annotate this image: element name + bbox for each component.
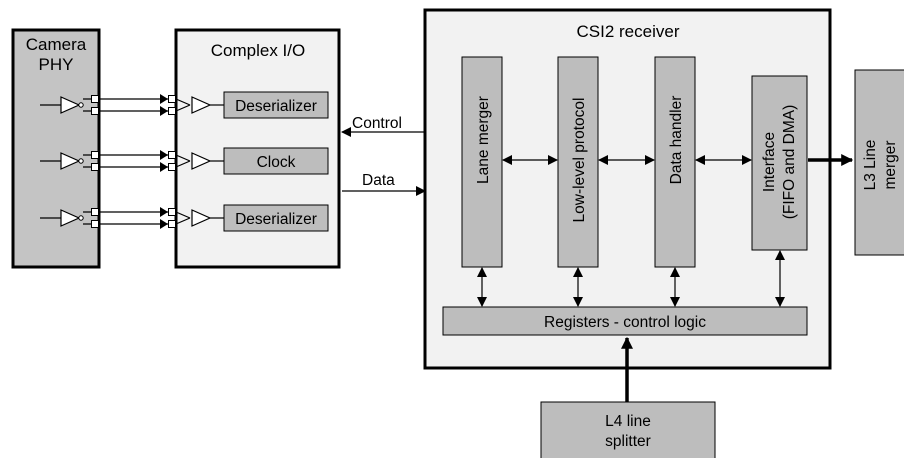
deserializer-block-2: [223, 204, 329, 232]
receiver-triangle-2: [191, 152, 212, 170]
lane-merger-label: Lane merger: [475, 96, 492, 184]
csi2-receiver-title: CSI2 receiver: [577, 22, 680, 41]
connector-3-2n: [168, 220, 176, 228]
driver-bubble-1: [78, 102, 84, 108]
camera-phy-block: Camera PHY: [11, 28, 101, 269]
connector-2-2p: [168, 151, 176, 159]
driver-bubble-3: [78, 215, 84, 221]
camera-phy-label-2: PHY: [39, 55, 74, 74]
registers-control-logic-label: Registers - control logic: [544, 314, 706, 331]
connector-3-1p: [91, 208, 99, 216]
data-label: Data: [362, 172, 395, 189]
deserializer-block-1: [223, 91, 329, 119]
connector-3-2p: [168, 208, 176, 216]
low-level-protocol-label: Low-level protocol: [571, 98, 588, 223]
clock-block: [223, 147, 329, 175]
data-signal: Data: [342, 172, 426, 196]
lane-2-rx-wire-n: [175, 160, 191, 168]
lane-1-rx-wire-p: [175, 98, 191, 106]
lane-2-arrow-n: [160, 162, 168, 172]
connector-1-2p: [168, 95, 176, 103]
receiver-triangle-3: [191, 209, 212, 227]
data-handler-block: [654, 56, 696, 268]
l4-line-splitter-block: L4 line splitter: [540, 401, 716, 458]
lane-3-arrow-n: [160, 219, 168, 229]
data-handler-label: Data handler: [668, 96, 685, 185]
lane-2-arrow-p: [160, 150, 168, 160]
clock-label: Clock: [257, 154, 296, 171]
connector-2-1n: [91, 163, 99, 171]
camera-phy-label-1: Camera: [26, 35, 87, 54]
control-signal: Control: [341, 115, 425, 137]
receiver-triangle-1: [191, 96, 212, 114]
connector-2-2n: [168, 163, 176, 171]
complex-io-title: Complex I/O: [211, 41, 305, 60]
registers-control-logic-block: [442, 306, 808, 336]
interface-block: [751, 75, 808, 251]
deserializer-label-1: Deserializer: [235, 98, 317, 115]
driver-triangle-2: [60, 152, 81, 170]
connector-1-2n: [168, 107, 176, 115]
lane-3-arrow-p: [160, 207, 168, 217]
lane-3-rx-wire-n: [175, 217, 191, 225]
complex-io-block: Complex I/O Deserializer Clock Deseriali…: [174, 28, 341, 269]
control-label: Control: [352, 115, 402, 132]
l4-line-splitter-label-2: splitter: [605, 433, 651, 450]
lane-2-rx-wire-p: [175, 154, 191, 162]
phy-lanes: [40, 94, 224, 229]
connector-1-1n: [91, 107, 99, 115]
l3-line-merger-label-1: L3 Line: [862, 140, 879, 191]
driver-triangle-3: [60, 209, 81, 227]
lane-3-rx-wire-p: [175, 211, 191, 219]
connector-1-1p: [91, 95, 99, 103]
lane-1-arrow-p: [160, 94, 168, 104]
lane-1-arrow-n: [160, 106, 168, 116]
lane-1-rx-wire-n: [175, 104, 191, 112]
interface-label-2: (FIFO and DMA): [781, 105, 798, 220]
driver-triangle-1: [60, 96, 81, 114]
l4-line-splitter-label-1: L4 line: [605, 413, 651, 430]
l3-line-merger-label-2: merger: [882, 140, 899, 189]
connector-2-1p: [91, 151, 99, 159]
l3-line-merger-block: L3 Line merger: [854, 69, 904, 256]
csi2-receiver-block: CSI2 receiver Lane merger Low-level prot…: [423, 8, 832, 370]
lane-merger-block: [461, 56, 503, 268]
interface-label-1: Interface: [761, 132, 778, 192]
driver-bubble-2: [78, 158, 84, 164]
connector-3-1n: [91, 220, 99, 228]
deserializer-label-2: Deserializer: [235, 211, 317, 228]
low-level-protocol-block: [557, 56, 599, 268]
